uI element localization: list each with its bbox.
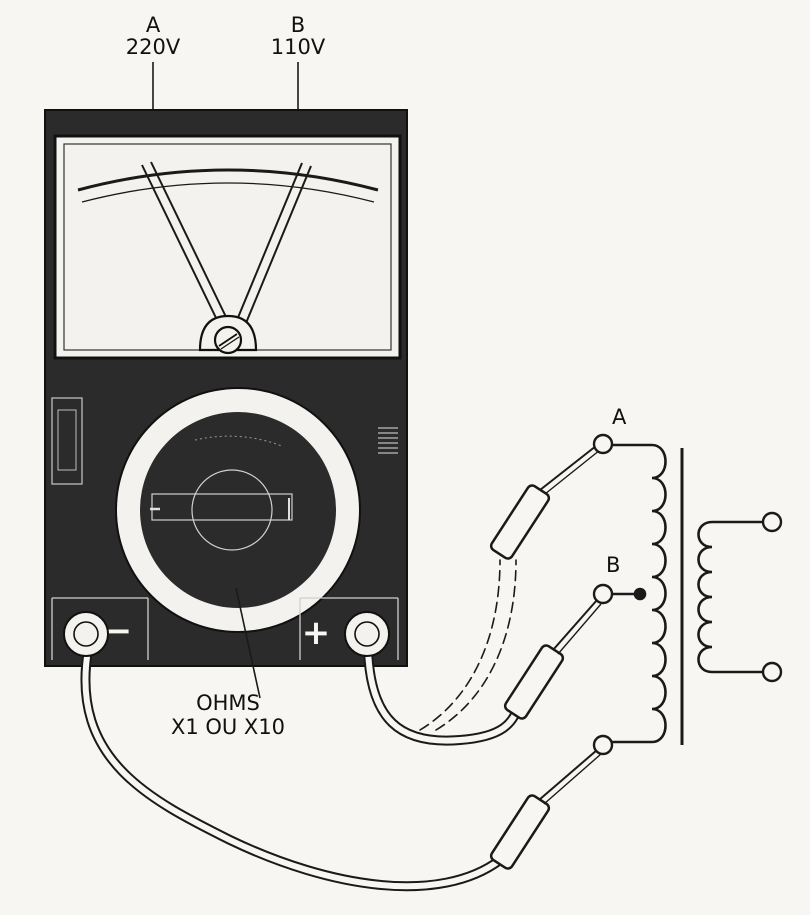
selector-label-line1: OHMS: [196, 691, 260, 715]
probe-a[interactable]: [489, 445, 601, 560]
zero-adjust-screw[interactable]: [198, 314, 258, 355]
side-grip: [378, 427, 398, 454]
negative-lead-inner: [82, 647, 503, 890]
tap-b-terminal: [592, 583, 614, 605]
selector-label-line2: X1 OU X10: [171, 715, 285, 739]
needle-a: [141, 161, 228, 323]
secondary-winding: [697, 520, 764, 674]
side-switch[interactable]: [51, 397, 83, 485]
secondary-terminal-bottom: [761, 661, 783, 683]
selector-pointer-bar: [151, 493, 293, 521]
alternate-lead-dashed-2: [435, 559, 517, 731]
secondary-terminal-top: [761, 511, 783, 533]
positive-terminal-area: +: [299, 597, 399, 660]
transformer: [604, 443, 764, 745]
multimeter: − +: [44, 109, 408, 667]
meter-scale-arc: [77, 168, 379, 192]
positive-terminal-sign: +: [302, 613, 331, 653]
probe-b[interactable]: [503, 599, 602, 720]
needle-b: [236, 162, 312, 324]
needle-b-letter: B: [290, 13, 306, 37]
alternate-lead-dashed-1: [419, 559, 501, 731]
needle-a-letter: A: [145, 13, 161, 37]
tap-a-terminal: [592, 433, 614, 455]
positive-lead-inner: [365, 645, 523, 744]
tap-b-junction: [633, 587, 647, 601]
tap-b-label: B: [606, 553, 620, 577]
selector-callout-leader: [235, 587, 261, 699]
needle-a-voltage: 220V: [125, 35, 181, 59]
selector-knob[interactable]: [115, 387, 361, 633]
probe-leads: [80, 559, 525, 892]
negative-lead-outer: [80, 645, 505, 892]
negative-terminal-jack[interactable]: [63, 611, 109, 657]
transformer-terminals: [592, 433, 783, 756]
needle-b-voltage: 110V: [270, 35, 326, 59]
tap-a-label: A: [612, 405, 627, 429]
primary-winding: [612, 443, 667, 744]
positive-terminal-jack[interactable]: [344, 611, 390, 657]
meter-scale-arc-inner: [81, 182, 375, 203]
tap-common-terminal: [592, 734, 614, 756]
probe-common[interactable]: [489, 749, 602, 870]
